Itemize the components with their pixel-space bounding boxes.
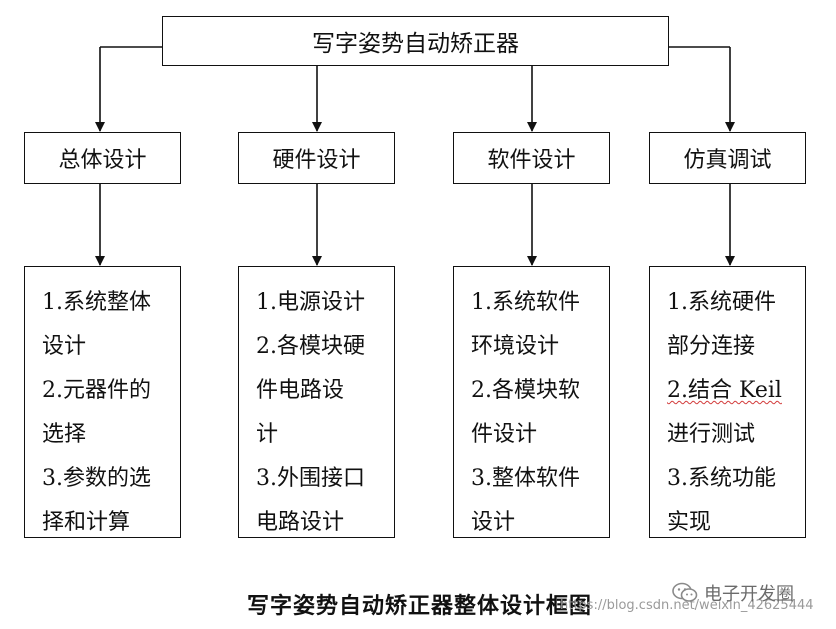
detail-line: 件电路设: [256, 378, 345, 403]
brand-name: 电子开发圈: [704, 584, 794, 605]
detail-box-software: 1.系统软件 环境设计 2.各模块软 件设计 3.整体软件 设计: [453, 266, 610, 538]
detail-line: 1.系统硬件: [667, 290, 776, 315]
detail-line: 环境设计: [471, 334, 560, 359]
diagram-title: 写字姿势自动矫正器: [312, 31, 519, 57]
detail-line: 3.外围接口: [256, 466, 365, 491]
detail-line: 件设计: [471, 422, 538, 447]
detail-line: 2.结合 Keil: [667, 378, 782, 403]
category-box-overall: 总体设计: [24, 132, 181, 184]
detail-line: 设计: [42, 334, 87, 359]
category-label: 总体设计: [58, 148, 147, 173]
detail-line: 电路设计: [256, 510, 345, 535]
detail-line: 3.参数的选: [42, 466, 151, 491]
category-box-software: 软件设计: [453, 132, 610, 184]
detail-box-simulation: 1.系统硬件 部分连接 2.结合 Keil 进行测试 3.系统功能 实现: [649, 266, 806, 538]
detail-line: 1.系统整体: [42, 290, 151, 315]
watermark-url: https://blog.csdn.net/weixin_42625444: [560, 598, 814, 613]
detail-line: 2.各模块软: [471, 378, 580, 403]
detail-line: 3.系统功能: [667, 466, 776, 491]
detail-line: 3.整体软件: [471, 466, 580, 491]
detail-line: 选择: [42, 422, 87, 447]
figure-caption: 写字姿势自动矫正器整体设计框图: [247, 593, 593, 619]
category-label: 硬件设计: [272, 148, 361, 173]
detail-line: 1.系统软件: [471, 290, 580, 315]
category-label: 仿真调试: [683, 148, 772, 173]
detail-box-overall: 1.系统整体 设计 2.元器件的 选择 3.参数的选 择和计算: [24, 266, 181, 538]
detail-box-hardware: 1.电源设计 2.各模块硬 件电路设 计 3.外围接口 电路设计: [238, 266, 395, 538]
category-box-simulation: 仿真调试: [649, 132, 806, 184]
wechat-icon: [672, 582, 698, 604]
title-box: 写字姿势自动矫正器: [162, 16, 669, 66]
brand-logo: 电子开发圈: [672, 580, 794, 606]
category-label: 软件设计: [487, 148, 576, 173]
category-box-hardware: 硬件设计: [238, 132, 395, 184]
detail-line: 择和计算: [42, 510, 131, 535]
detail-line: 2.各模块硬: [256, 334, 365, 359]
detail-line: 部分连接: [667, 334, 756, 359]
detail-line: 计: [256, 422, 279, 447]
detail-line: 1.电源设计: [256, 290, 365, 315]
detail-line: 实现: [667, 510, 712, 535]
detail-line: 2.元器件的: [42, 378, 151, 403]
detail-line: 进行测试: [667, 422, 756, 447]
detail-line: 设计: [471, 510, 516, 535]
